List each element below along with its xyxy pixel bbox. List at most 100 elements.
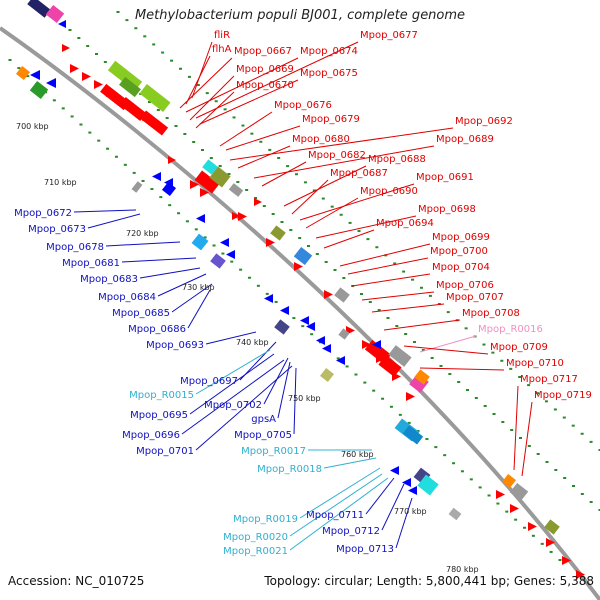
- gene-label-right[interactable]: Mpop_0688: [368, 154, 426, 165]
- gene-arrow-plus[interactable]: [62, 44, 70, 52]
- gene-block-indigo[interactable]: [274, 319, 290, 335]
- gene-label-right[interactable]: Mpop_0669: [236, 64, 294, 75]
- gene-label-right[interactable]: Mpop_R0016: [478, 324, 543, 335]
- gene-block-olive[interactable]: [319, 367, 335, 383]
- gene-arrow-minus[interactable]: [300, 316, 309, 325]
- gene-arrow-minus[interactable]: [58, 20, 66, 28]
- gene-block-magenta[interactable]: [45, 4, 65, 24]
- gene-arrow-minus[interactable]: [408, 486, 417, 495]
- gene-arrow-plus[interactable]: [324, 290, 333, 299]
- gene-block-gray[interactable]: [448, 507, 462, 521]
- gene-label-right[interactable]: Mpop_0674: [300, 46, 358, 57]
- gene-label-left[interactable]: Mpop_0684: [98, 292, 156, 303]
- gene-block-orange[interactable]: [414, 369, 430, 385]
- gene-label-left[interactable]: Mpop_0695: [130, 410, 188, 421]
- gene-label-left[interactable]: gpsA: [251, 414, 276, 425]
- gene-label-right[interactable]: Mpop_0680: [292, 134, 350, 145]
- gene-label-left[interactable]: Mpop_R0021: [223, 546, 288, 557]
- gene-label-right[interactable]: Mpop_0689: [436, 134, 494, 145]
- gene-block-cyan[interactable]: [202, 159, 218, 175]
- gene-arrow-minus[interactable]: [372, 340, 381, 349]
- gene-label-left[interactable]: Mpop_0678: [46, 242, 104, 253]
- gene-label-left[interactable]: Mpop_0712: [322, 526, 380, 537]
- gene-arrow-minus[interactable]: [30, 70, 40, 80]
- gene-block-blue[interactable]: [293, 246, 313, 266]
- gene-label-left[interactable]: Mpop_0683: [80, 274, 138, 285]
- gene-block-olive[interactable]: [270, 225, 286, 241]
- gene-label-left[interactable]: Mpop_R0017: [241, 446, 306, 457]
- gene-label-left[interactable]: Mpop_0672: [14, 208, 72, 219]
- gene-label-right[interactable]: Mpop_0704: [432, 262, 490, 273]
- gene-arrow-plus[interactable]: [528, 522, 537, 531]
- gene-block-orange[interactable]: [501, 473, 517, 489]
- gene-arrow-plus[interactable]: [70, 64, 79, 73]
- gene-label-right[interactable]: Mpop_0707: [446, 292, 504, 303]
- gene-label-left[interactable]: Mpop_0693: [146, 340, 204, 351]
- gene-label-left[interactable]: Mpop_0673: [28, 224, 86, 235]
- gene-label-right[interactable]: Mpop_0692: [455, 116, 513, 127]
- gene-arrow-minus[interactable]: [402, 478, 411, 487]
- gene-block-plus[interactable]: [119, 97, 147, 121]
- gene-block-gray[interactable]: [131, 181, 143, 193]
- gene-label-right[interactable]: Mpop_0709: [490, 342, 548, 353]
- gene-arrow-plus[interactable]: [266, 238, 275, 247]
- gene-label-right[interactable]: Mpop_0698: [418, 204, 476, 215]
- gene-arrow-plus[interactable]: [546, 538, 555, 547]
- gene-arrow-minus[interactable]: [152, 172, 161, 181]
- gene-label-right[interactable]: Mpop_0694: [376, 218, 434, 229]
- gene-block-minus[interactable]: [161, 181, 177, 197]
- gene-block-indigo[interactable]: [210, 253, 226, 269]
- gene-block-gray[interactable]: [509, 482, 529, 502]
- gene-label-left[interactable]: Mpop_0702: [204, 400, 262, 411]
- gene-block-green[interactable]: [139, 84, 171, 112]
- gene-arrow-plus[interactable]: [254, 198, 262, 206]
- gene-label-left[interactable]: Mpop_R0018: [257, 464, 322, 475]
- gene-arrow-plus[interactable]: [562, 556, 571, 565]
- gene-block-plus[interactable]: [194, 170, 220, 194]
- gene-label-right[interactable]: Mpop_0676: [274, 100, 332, 111]
- gene-label-left[interactable]: Mpop_0711: [306, 510, 364, 521]
- gene-arrow-minus[interactable]: [390, 466, 399, 475]
- gene-label-right[interactable]: flhA: [212, 44, 232, 55]
- gene-arrow-plus[interactable]: [232, 212, 240, 220]
- gene-arrow-plus[interactable]: [406, 392, 415, 401]
- gene-label-left[interactable]: Mpop_0686: [128, 324, 186, 335]
- gene-label-left[interactable]: Mpop_0713: [336, 544, 394, 555]
- gene-label-right[interactable]: Mpop_0682: [308, 150, 366, 161]
- gene-arrow-plus[interactable]: [496, 490, 505, 499]
- gene-arrow-minus[interactable]: [196, 214, 205, 223]
- gene-block-plus[interactable]: [139, 110, 169, 136]
- rna-block[interactable]: [402, 425, 424, 445]
- gene-label-right[interactable]: Mpop_0690: [360, 186, 418, 197]
- gene-block-plus[interactable]: [378, 355, 402, 377]
- gene-arrow-plus[interactable]: [576, 570, 585, 579]
- gene-block-gray[interactable]: [388, 345, 412, 367]
- gene-label-right[interactable]: Mpop_0706: [436, 280, 494, 291]
- gene-label-left[interactable]: Mpop_0705: [234, 430, 292, 441]
- gene-block-green[interactable]: [29, 80, 49, 100]
- gene-block-gray[interactable]: [334, 287, 350, 303]
- gene-block-cyan[interactable]: [191, 233, 209, 251]
- gene-arrow-plus[interactable]: [294, 262, 303, 271]
- gene-arrow-plus[interactable]: [94, 80, 103, 89]
- gene-label-left[interactable]: Mpop_0685: [112, 308, 170, 319]
- gene-label-right[interactable]: Mpop_0687: [330, 168, 388, 179]
- gene-label-left[interactable]: Mpop_R0020: [223, 532, 288, 543]
- gene-block-gray[interactable]: [338, 328, 350, 340]
- gene-label-right[interactable]: Mpop_0699: [432, 232, 490, 243]
- gene-label-right[interactable]: Mpop_0667: [234, 46, 292, 57]
- gene-label-right[interactable]: Mpop_0670: [236, 80, 294, 91]
- gene-arrow-plus[interactable]: [200, 188, 209, 197]
- gene-arrow-plus[interactable]: [168, 156, 176, 164]
- gene-arrow-minus[interactable]: [316, 336, 325, 345]
- gene-block-indigo[interactable]: [27, 0, 51, 18]
- gene-label-right[interactable]: Mpop_0708: [462, 308, 520, 319]
- gene-block-olive[interactable]: [544, 519, 560, 535]
- gene-arrow-minus[interactable]: [322, 344, 331, 353]
- gene-arrow-minus[interactable]: [220, 238, 229, 247]
- gene-label-right[interactable]: Mpop_0700: [430, 246, 488, 257]
- gene-arrow-minus[interactable]: [46, 78, 56, 88]
- gene-block-olive[interactable]: [209, 166, 231, 188]
- gene-label-right[interactable]: Mpop_0675: [300, 68, 358, 79]
- gene-block-gray[interactable]: [228, 183, 244, 197]
